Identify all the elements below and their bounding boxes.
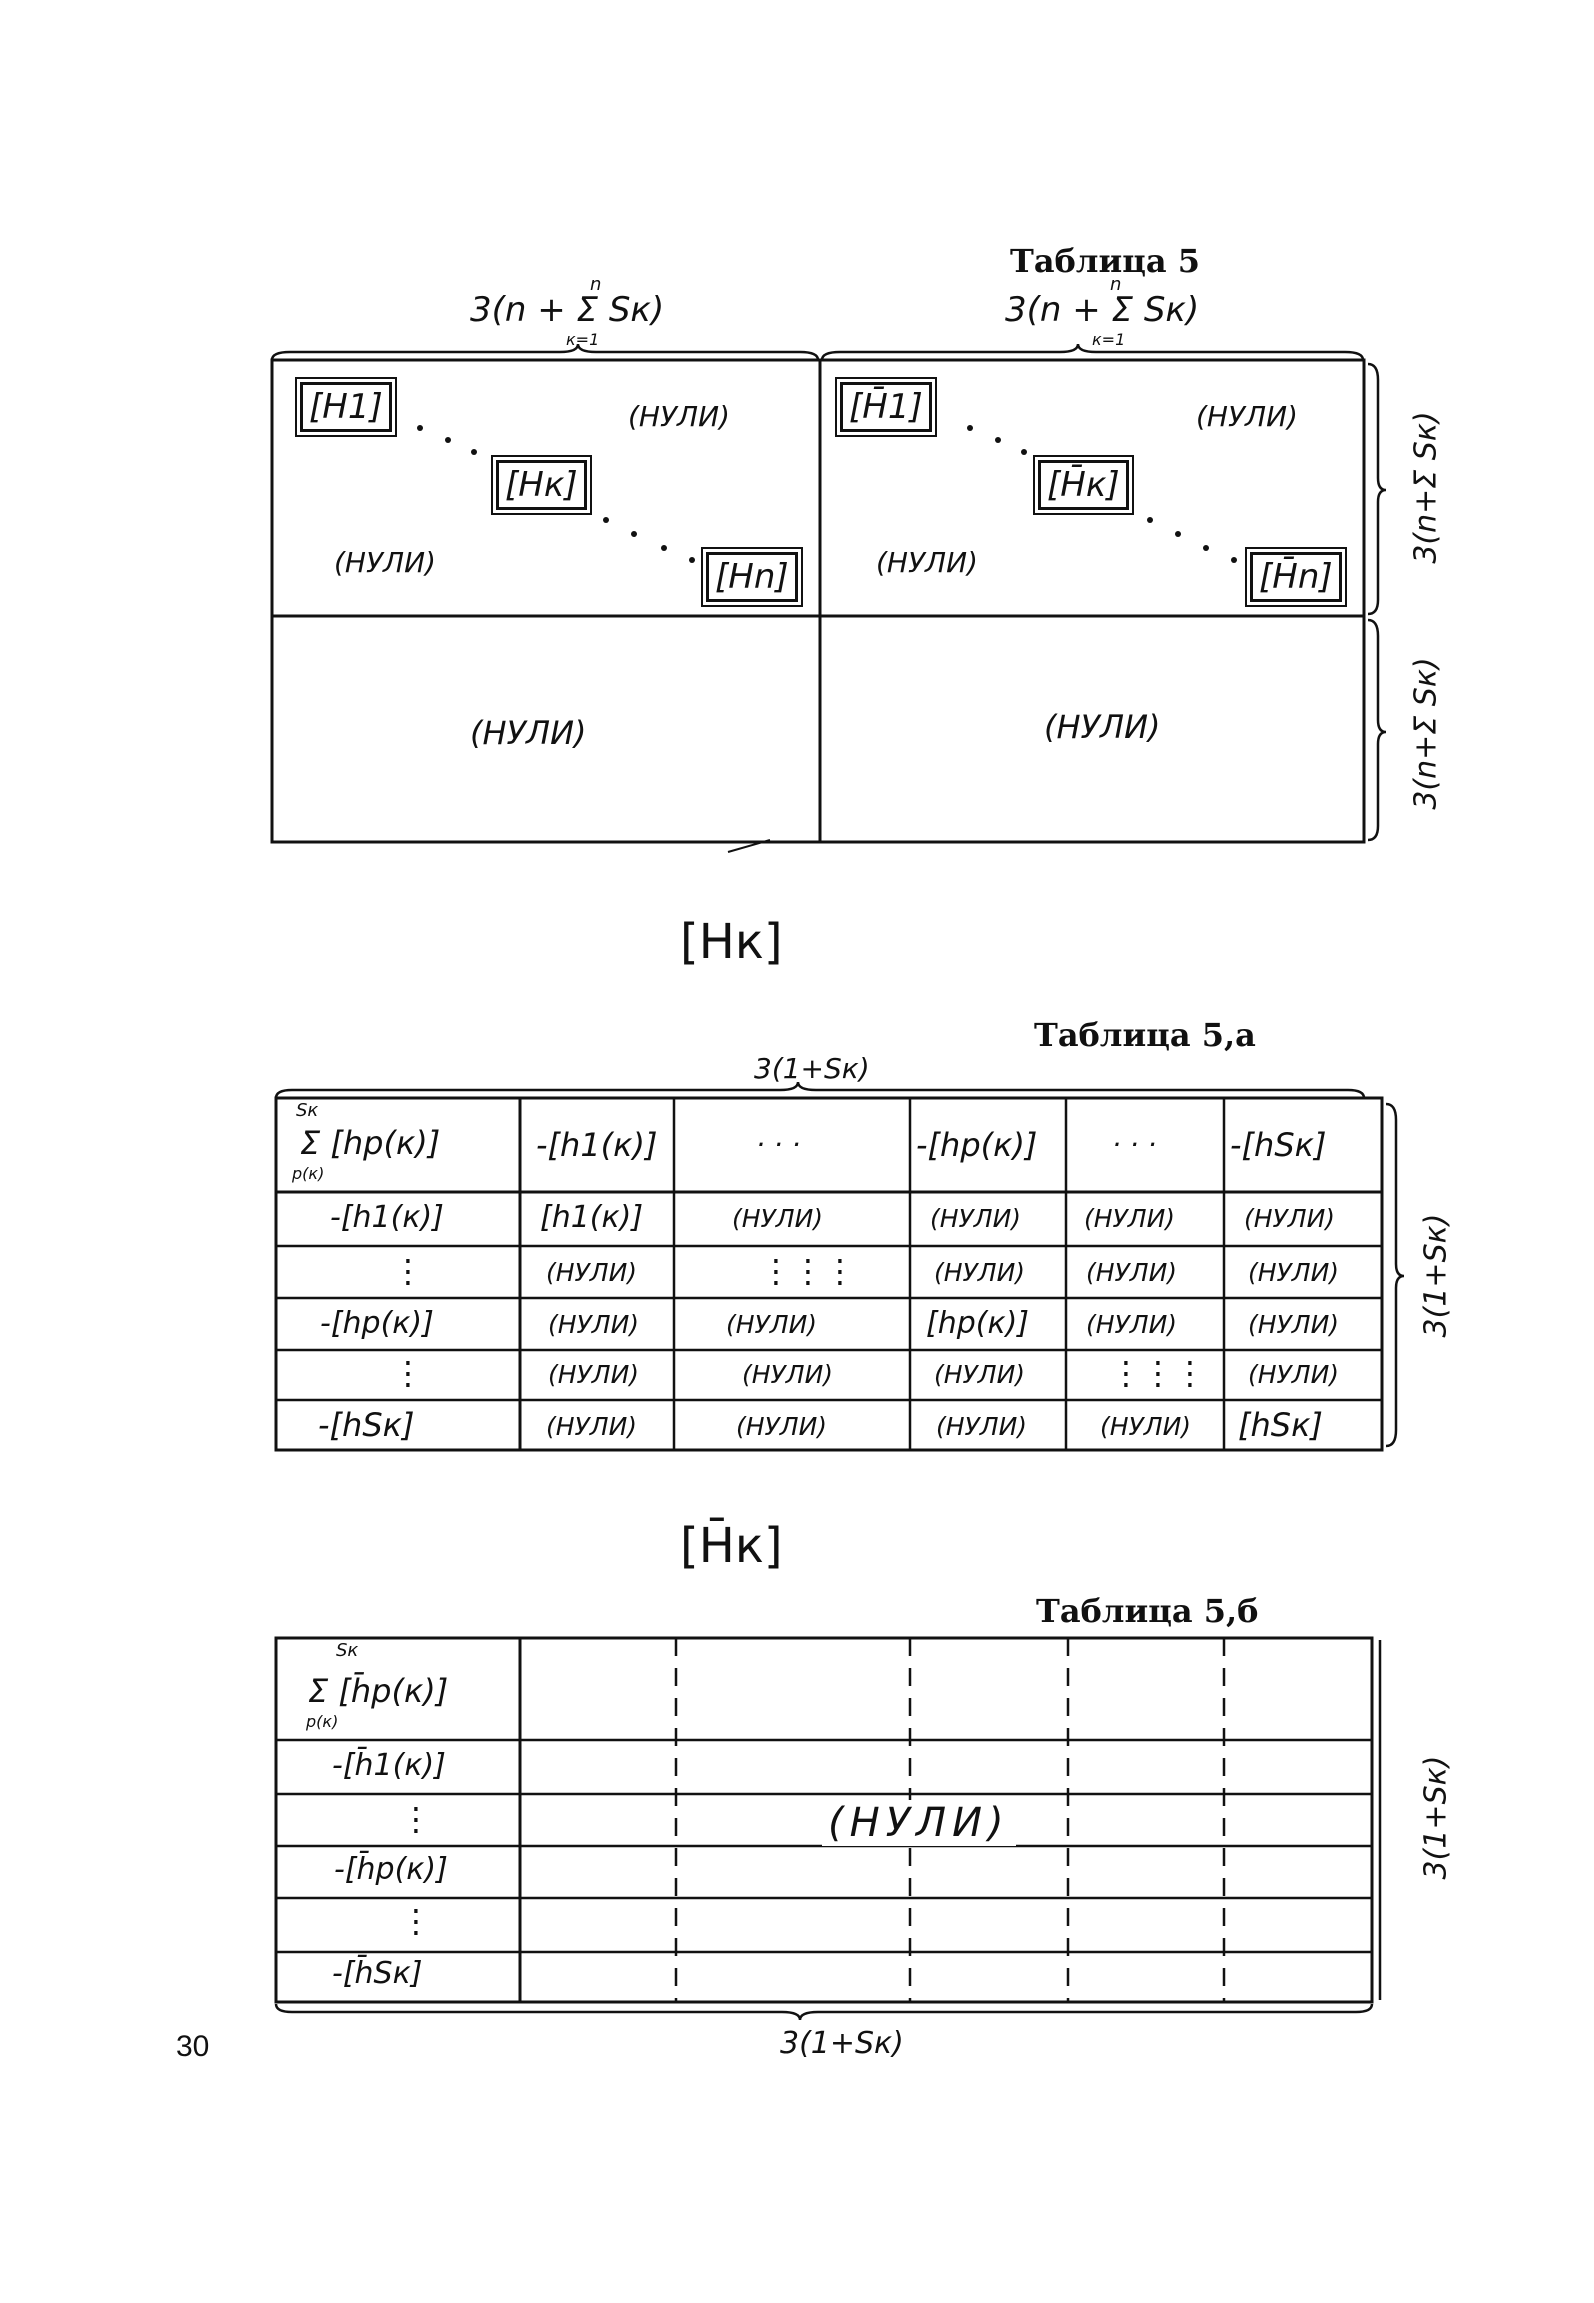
table5a-cell-4-2: (НУЛИ) [742,1360,834,1389]
table5a-cell-3-1: (НУЛИ) [548,1310,640,1339]
table5-dim-right-sum-upper: n [1110,274,1122,295]
table5a-cell-3-0: -[hp(к)] [320,1306,434,1341]
table5-nuli-bottom-right: (НУЛИ) [1044,708,1161,746]
table5a-cell-0-4: · · · [1112,1128,1157,1161]
table5a-sum-upper: Sк [296,1100,319,1121]
table5a-cell-5-5: [hSк] [1238,1406,1323,1444]
table5a-cell-3-4: (НУЛИ) [1086,1310,1178,1339]
table5a-cell-0-1: -[h1(к)] [536,1126,658,1164]
table5-dim-side-top: 3(n+Σ Sк) [1408,411,1444,564]
table5-nuli-bottom-left: (НУЛИ) [470,714,587,752]
table5a-cell-0-3: -[hp(к)] [916,1126,1038,1164]
table5a-cell-0-5: -[hSк] [1230,1126,1327,1164]
table5a-cell-2-5: (НУЛИ) [1248,1258,1340,1287]
table5a-cell-1-1: [h1(к)] [540,1200,644,1235]
table5a-cell-2-2: ⋮⋮⋮ [760,1252,856,1290]
table5a-cell-1-4: (НУЛИ) [1084,1204,1176,1233]
table5a-cell-2-3: (НУЛИ) [934,1258,1026,1287]
table5-dim-left-sum-lower: к=1 [566,330,600,349]
table5b-row-label-1: -[h̄1(к)] [332,1748,446,1783]
table5b-row-label-0: Σ [h̄p(к)] [308,1672,449,1710]
table5b-row-label-2: ⋮ [400,1800,432,1838]
table5-nuli-left-lower: (НУЛИ) [334,546,436,579]
table5b-dim-bottom: 3(1+Sк) [780,2026,904,2061]
table5a-cell-1-5: (НУЛИ) [1244,1204,1336,1233]
table5a-cell-1-3: (НУЛИ) [930,1204,1022,1233]
table5a-cell-1-0: -[h1(к)] [330,1200,444,1235]
table5b-row-label-5: -[h̄Sк] [332,1956,423,1991]
block-hn: [Hn] [701,547,803,607]
table5a-cell-2-1: (НУЛИ) [546,1258,638,1287]
table5a-cell-5-3: (НУЛИ) [936,1412,1028,1441]
table5-dim-side-bottom: 3(n+Σ Sк) [1408,657,1444,810]
table5a-cell-5-2: (НУЛИ) [736,1412,828,1441]
table5a-dim-top: 3(1+Sк) [754,1052,870,1085]
page-number: 30 [176,2030,210,2063]
table5a-cell-4-1: (НУЛИ) [548,1360,640,1389]
block-hk-bar: [H̄к] [1033,455,1134,515]
table5a-cell-2-0: ⋮ [392,1252,424,1290]
table5b-dim-side: 3(1+Sк) [1418,1755,1454,1880]
table5b-row-label-3: -[h̄p(к)] [334,1852,448,1887]
table5b-row-label-4: ⋮ [400,1902,432,1940]
table5-dim-right: 3(n + Σ Sк) [1005,290,1200,330]
block-hk: [Hк] [491,455,592,515]
block-h1-bar: [H̄1] [835,377,937,437]
table5a-cell-3-2: (НУЛИ) [726,1310,818,1339]
table5a-caption: Таблица 5,а [1034,1016,1256,1054]
heading-hk-bar: [H̄к] [680,1518,783,1574]
table5a-cell-4-4: ⋮⋮⋮ [1110,1354,1206,1392]
table5-caption: Таблица 5 [1010,242,1200,280]
table5a-cell-5-0: -[hSк] [318,1406,415,1444]
table5a-cell-0-2: · · · [756,1128,801,1161]
table5-dim-left: 3(n + Σ Sк) [470,290,665,330]
table5a-dim-side: 3(1+Sк) [1418,1213,1454,1338]
table5a-cell-3-5: (НУЛИ) [1248,1310,1340,1339]
block-h1: [H1] [295,377,397,437]
table5a-cell-4-0: ⋮ [392,1354,424,1392]
table5a-sum-lower: p(к) [292,1164,325,1183]
table5a-cell-4-3: (НУЛИ) [934,1360,1026,1389]
table5a-cell-5-1: (НУЛИ) [546,1412,638,1441]
table5-dim-left-sum-upper: n [590,274,602,295]
table5a-cell-4-5: (НУЛИ) [1248,1360,1340,1389]
table5a-cell-1-2: (НУЛИ) [732,1204,824,1233]
table5b-sum-lower: p(к) [306,1712,339,1731]
block-hn-bar: [H̄n] [1245,547,1347,607]
table5-dim-right-sum-lower: к=1 [1092,330,1126,349]
table5a-cell-2-4: (НУЛИ) [1086,1258,1178,1287]
table5a-cell-3-3: [hp(к)] [926,1306,1029,1341]
table5-nuli-left-upper: (НУЛИ) [628,400,730,433]
table5a-cell-0-0: Σ [hp(к)] [300,1124,441,1162]
table5b-nuli: (НУЛИ) [822,1800,1016,1846]
table5b-sum-upper: Sк [336,1640,359,1661]
table5a-cell-5-4: (НУЛИ) [1100,1412,1192,1441]
table5b-caption: Таблица 5,б [1036,1592,1259,1630]
heading-hk: [Hк] [680,914,783,970]
table5-nuli-right-upper: (НУЛИ) [1196,400,1298,433]
table5-nuli-right-lower: (НУЛИ) [876,546,978,579]
